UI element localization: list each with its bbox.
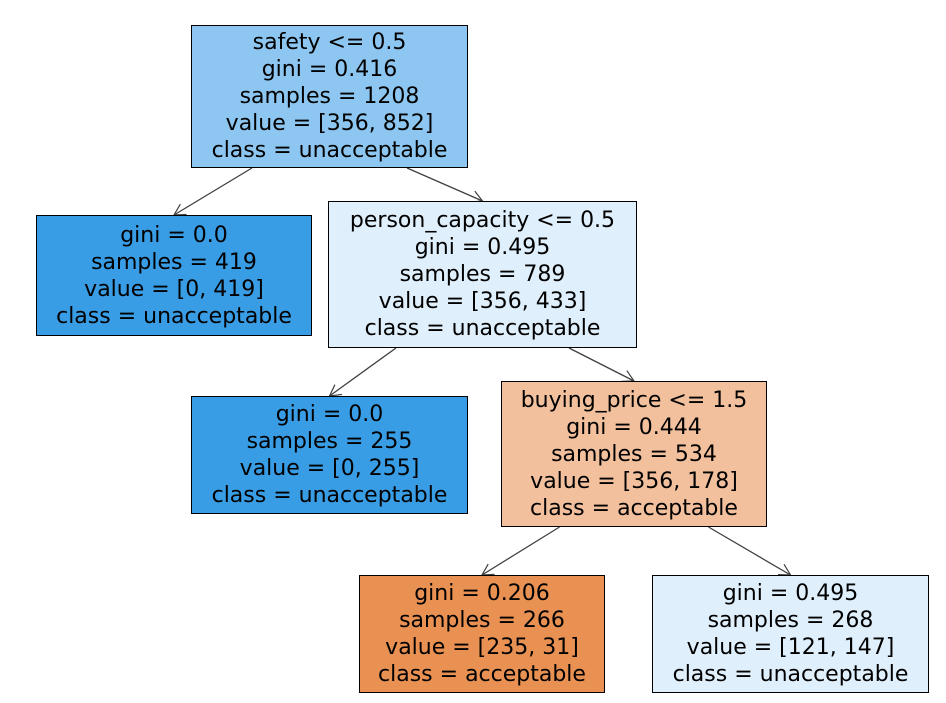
node-split-condition: safety <= 0.5 bbox=[252, 30, 407, 55]
node-gini: gini = 0.444 bbox=[566, 414, 702, 440]
node-class: class = unacceptable bbox=[672, 662, 909, 687]
node-gini: gini = 0.206 bbox=[414, 581, 550, 606]
tree-edge-arrow bbox=[172, 167, 253, 216]
node-samples: samples = 268 bbox=[707, 608, 874, 633]
tree-node-leaf: gini = 0.0 samples = 419 value = [0, 419… bbox=[36, 215, 312, 336]
tree-node-leaf: gini = 0.0 samples = 255 value = [0, 255… bbox=[191, 396, 468, 514]
node-class: class = unacceptable bbox=[56, 303, 292, 329]
node-class: class = acceptable bbox=[530, 495, 738, 521]
node-value: value = [121, 147] bbox=[686, 635, 895, 660]
node-class: class = acceptable bbox=[378, 662, 586, 687]
tree-edges bbox=[172, 167, 792, 576]
tree-node-split: buying_price <= 1.5 gini = 0.444 samples… bbox=[501, 381, 767, 527]
tree-edge-arrow bbox=[406, 167, 484, 203]
node-value: value = [356, 852] bbox=[225, 111, 434, 136]
node-value: value = [0, 419] bbox=[84, 276, 264, 302]
node-gini: gini = 0.0 bbox=[275, 402, 384, 427]
node-gini: gini = 0.495 bbox=[414, 235, 551, 260]
tree-edge-arrow bbox=[480, 526, 560, 576]
node-class: class = unacceptable bbox=[364, 316, 601, 341]
node-gini: gini = 0.495 bbox=[722, 581, 859, 606]
node-samples: samples = 534 bbox=[551, 441, 717, 467]
node-class: class = unacceptable bbox=[211, 138, 448, 163]
node-samples: samples = 419 bbox=[91, 249, 257, 275]
tree-edge-arrow bbox=[328, 347, 397, 397]
node-gini: gini = 0.0 bbox=[120, 222, 228, 248]
node-samples: samples = 255 bbox=[246, 429, 413, 454]
node-value: value = [356, 433] bbox=[378, 289, 587, 314]
node-gini: gini = 0.416 bbox=[261, 57, 398, 82]
tree-node-root: safety <= 0.5 gini = 0.416 samples = 120… bbox=[191, 25, 468, 168]
tree-edge-arrow bbox=[568, 347, 636, 382]
tree-node-split: person_capacity <= 0.5 gini = 0.495 samp… bbox=[328, 201, 637, 348]
tree-edge-arrow bbox=[708, 526, 792, 576]
node-class: class = unacceptable bbox=[211, 483, 448, 508]
tree-node-leaf: gini = 0.495 samples = 268 value = [121,… bbox=[652, 575, 929, 693]
node-samples: samples = 789 bbox=[399, 262, 566, 287]
node-value: value = [235, 31] bbox=[385, 635, 579, 660]
node-samples: samples = 1208 bbox=[239, 84, 420, 109]
node-value: value = [356, 178] bbox=[530, 468, 738, 494]
node-split-condition: person_capacity <= 0.5 bbox=[349, 208, 616, 233]
node-samples: samples = 266 bbox=[399, 608, 565, 633]
tree-node-leaf: gini = 0.206 samples = 266 value = [235,… bbox=[359, 575, 605, 693]
node-split-condition: buying_price <= 1.5 bbox=[520, 387, 748, 413]
node-value: value = [0, 255] bbox=[239, 456, 420, 481]
